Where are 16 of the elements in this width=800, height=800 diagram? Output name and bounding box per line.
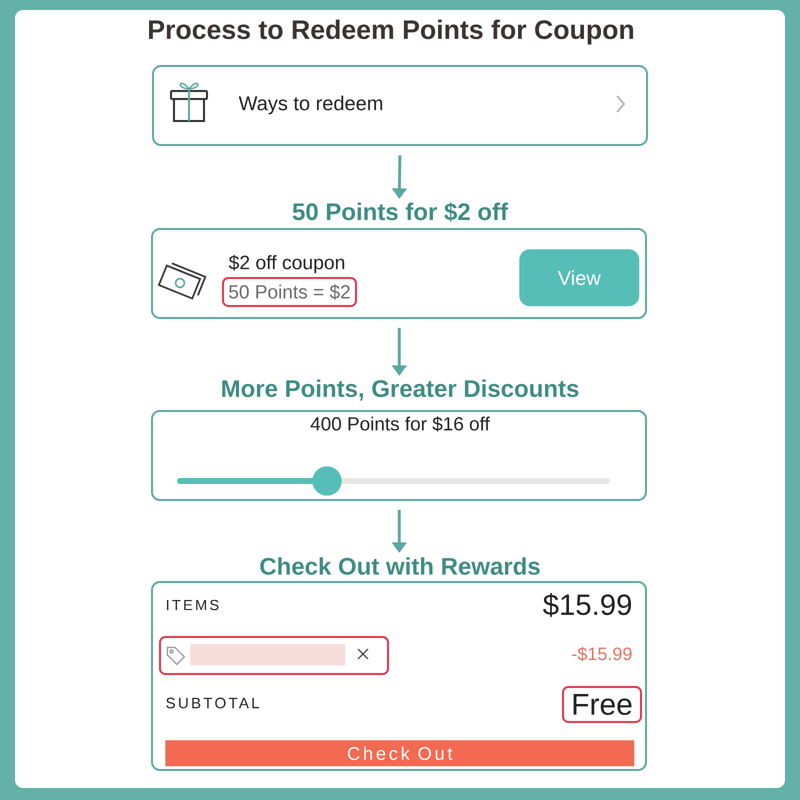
highlight-box: 50 Points = $2 (222, 277, 357, 307)
blurred-text (190, 644, 346, 666)
highlight-box: Free (562, 686, 642, 723)
card-text: $2 off coupon (228, 254, 344, 274)
row-label: SUBTOTAL (166, 698, 260, 708)
discount-text: -$15.99 (572, 646, 632, 662)
price-text: $15.99 (543, 593, 631, 617)
card-text: Ways to redeem (238, 96, 382, 114)
step-heading: 50 Points for $2 off (292, 202, 508, 222)
step-heading: More Points, Greater Discounts (222, 379, 578, 401)
card-text: 400 Points for $16 off (310, 416, 490, 432)
button: View (519, 249, 640, 306)
row-label: ITEMS (166, 600, 219, 610)
button: Check Out (165, 740, 634, 766)
step-heading: Check Out with Rewards (260, 557, 540, 575)
title: Process to Redeem Points for Coupon (149, 20, 634, 44)
